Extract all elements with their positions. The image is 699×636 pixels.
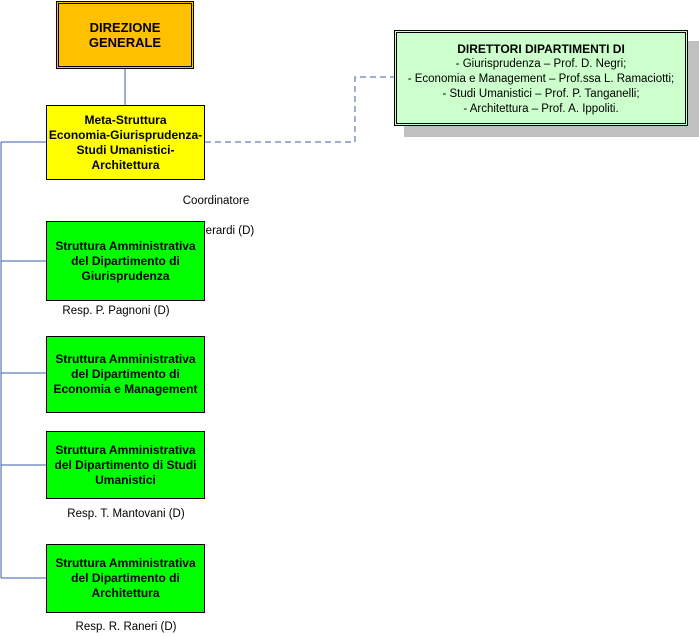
resp-giurisprudenza: Resp. P. Pagnoni (D) [62,305,170,317]
resp-architettura: Resp. R. Raneri (D) [75,621,177,633]
meta-struttura-label: Meta-Struttura Economia-Giurisprudenza- … [48,112,203,172]
direttori-box: DIRETTORI DIPARTIMENTI DI - Giurispruden… [394,30,688,126]
meta-struttura-box: Meta-Struttura Economia-Giurisprudenza- … [46,105,205,180]
struttura-giurisprudenza-box: Struttura Amministrativa del Dipartiment… [46,221,205,301]
direzione-generale-label: DIREZIONE GENERALE [88,20,162,50]
struttura-architettura-box: Struttura Amministrativa del Dipartiment… [46,544,205,613]
direttori-line: - Studi Umanistici – Prof. P. Tanganelli… [442,88,640,100]
struttura-label: Struttura Amministrativa del Dipartiment… [55,238,196,283]
struttura-studi-umanistici-box: Struttura Amministrativa del Dipartiment… [46,431,205,499]
struttura-label: Struttura Amministrativa del Dipartiment… [54,442,197,487]
resp-studi-umanistici: Resp. T. Mantovani (D) [67,508,185,520]
struttura-label: Struttura Amministrativa del Dipartiment… [53,352,198,396]
coordinator-title: Coordinatore [182,195,250,207]
direttori-line: - Architettura – Prof. A. Ippoliti. [463,103,619,115]
direttori-title: DIRETTORI DIPARTIMENTI DI [457,42,625,56]
struttura-economia-box: Struttura Amministrativa del Dipartiment… [46,336,205,413]
direttori-line: - Economia e Management – Prof.ssa L. Ra… [407,73,675,85]
direzione-generale-box: DIREZIONE GENERALE [56,1,194,69]
connector-dashed-direttori [205,76,394,143]
struttura-label: Struttura Amministrativa del Dipartiment… [55,556,196,600]
direttori-line: - Giurisprudenza – Prof. D. Negri; [455,58,627,70]
